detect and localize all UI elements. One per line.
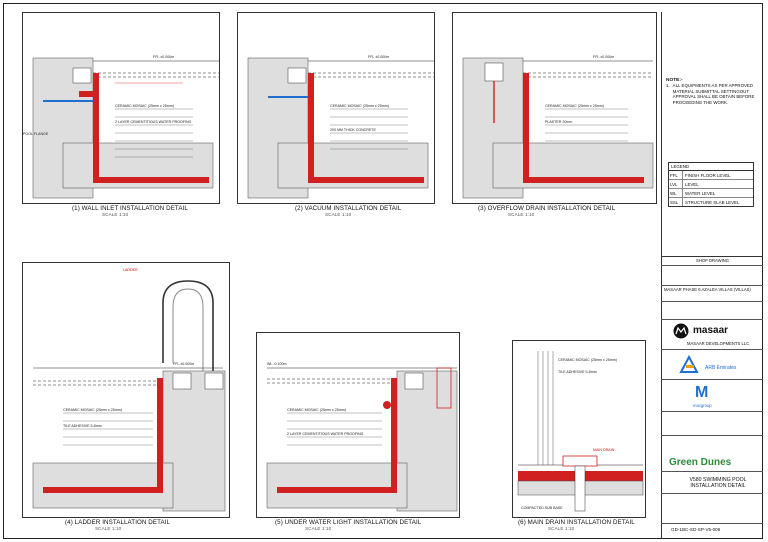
project-name: MASAAR PHASE 6 AZALEA VILLAS (VILLAS) <box>664 287 751 292</box>
detail-4-level-ffl: FFL ±0.000m <box>173 362 194 366</box>
detail-1-scale: SCALE 1:10 <box>102 212 129 217</box>
title-sidebar <box>661 12 764 539</box>
detail-5-level-wl: WL -0.100m <box>267 362 286 366</box>
arb-logo-icon <box>679 355 699 373</box>
detail-3-drawing: FFL ±0.000m CERAMIC MOSAIC (25mm x 25mm)… <box>462 55 654 199</box>
legend-label: WATER LEVEL <box>685 190 716 196</box>
legend-label: LEVEL <box>685 181 699 187</box>
legend-code: FFL <box>669 171 683 179</box>
detail-panel-2: FFL ±0.000m CERAMIC MOSAIC (25mm x 25mm)… <box>237 12 435 204</box>
detail-5-title: (5) UNDER WATER LIGHT INSTALLATION DETAI… <box>275 519 422 526</box>
detail-2-caption: (2) VACUUM INSTALLATION DETAIL SCALE 1:1… <box>295 205 401 217</box>
contractor-name: ARB Emirates <box>705 365 737 371</box>
drawing-number: GD-1BC-SD-SP-V5-006 <box>671 527 721 532</box>
detail-1-level-ffl: FFL ±0.000m <box>153 55 174 59</box>
legend-row: WL WATER LEVEL <box>669 189 753 198</box>
detail-1-caption: (1) WALL INLET INSTALLATION DETAIL SCALE… <box>72 205 188 217</box>
detail-6-caption: (6) MAIN DRAIN INSTALLATION DETAIL SCALE… <box>518 519 635 531</box>
detail-6-drawing: CERAMIC MOSAIC (25mm x 25mm) TILE ADHESI… <box>517 351 644 512</box>
notes-item-number: 1. <box>666 83 670 89</box>
detail-5-mosaic-label: CERAMIC MOSAIC (25mm x 25mm) <box>287 408 346 412</box>
detail-6-mosaic-label: CERAMIC MOSAIC (25mm x 25mm) <box>558 358 617 362</box>
legend-row: FFL FINISH FLOOR LEVEL <box>669 171 753 180</box>
client-subtitle: MASAAR DEVELOPMENTS LLC <box>687 341 750 346</box>
detail-6-compacted-label: COMPACTED SUB BASE <box>521 506 563 510</box>
detail-5-caption: (5) UNDER WATER LIGHT INSTALLATION DETAI… <box>275 519 421 531</box>
detail-3-level-ffl: FFL ±0.000m <box>593 55 614 59</box>
detail-3-plaster-label: PLASTER 20mm <box>545 120 572 124</box>
legend-code: LVL <box>669 180 683 188</box>
detail-panel-3: FFL ±0.000m CERAMIC MOSAIC (25mm x 25mm)… <box>452 12 657 204</box>
notes-item-text: ALL EQUIPMENTS AS PER APPROVED MATERIAL … <box>672 83 755 105</box>
detail-4-caption: (4) LADDER INSTALLATION DETAIL SCALE 1:1… <box>65 519 170 531</box>
shop-drawing-label: SHOP DRAWING <box>696 258 730 263</box>
detail-6-adhesive-label: TILE ADHESIVE 5-8mm <box>558 370 597 374</box>
detail-1-mosaic-label: CERAMIC MOSAIC (25mm x 25mm) <box>115 104 174 108</box>
notes-heading: NOTE:- <box>666 78 683 83</box>
detail-panel-4: LADDER CERAMIC MOSAIC (25mm x 25mm) TILE… <box>22 262 230 518</box>
legend-row: SSL STRUCTURE SLAB LEVEL <box>669 198 753 206</box>
detail-3-scale: SCALE 1:10 <box>508 212 535 217</box>
detail-4-mosaic-label: CERAMIC MOSAIC (25mm x 25mm) <box>63 408 122 412</box>
detail-2-drawing: FFL ±0.000m CERAMIC MOSAIC (25mm x 25mm)… <box>247 55 434 199</box>
legend-table: LEGEND FFL FINISH FLOOR LEVEL LVL LEVEL … <box>668 162 754 207</box>
subcontractor-name: macgroup <box>693 403 712 408</box>
detail-2-scale: SCALE 1:10 <box>325 212 352 217</box>
detail-4-scale: SCALE 1:10 <box>95 526 122 531</box>
title-block: SHOP DRAWING MASAAR PHASE 6 AZALEA VILLA… <box>661 256 763 540</box>
detail-4-title: (4) LADDER INSTALLATION DETAIL <box>65 519 171 526</box>
notes-block: NOTE:- 1. ALL EQUIPMENTS AS PER APPROVED… <box>666 78 760 105</box>
detail-panel-6: CERAMIC MOSAIC (25mm x 25mm) TILE ADHESI… <box>512 340 646 518</box>
detail-1-title: (1) WALL INLET INSTALLATION DETAIL <box>72 205 188 212</box>
detail-2-title: (2) VACUUM INSTALLATION DETAIL <box>295 205 402 212</box>
mac-logo-icon: M <box>695 384 709 401</box>
detail-3-caption: (3) OVERFLOW DRAIN INSTALLATION DETAIL S… <box>478 205 615 217</box>
legend-label: FINISH FLOOR LEVEL <box>685 172 731 178</box>
detail-1-drawing: FFL ±0.000m CERAMIC MOSAIC (25mm x 25mm)… <box>23 55 219 199</box>
detail-5-scale: SCALE 1:10 <box>305 526 332 531</box>
detail-6-scale: SCALE 1:10 <box>548 526 575 531</box>
masaar-logo-icon <box>673 323 689 339</box>
green-dunes-logo: Green Dunes <box>669 457 732 468</box>
detail-4-ladder-label: LADDER <box>123 268 138 272</box>
detail-5-drawing: CERAMIC MOSAIC (25mm x 25mm) 2 LAYER CEM… <box>266 362 458 512</box>
detail-1-waterproof-label: 2 LAYER CEMENTITIOUS WATER PROOFING <box>115 120 192 124</box>
detail-2-level-ffl: FFL ±0.000m <box>368 55 389 59</box>
detail-4-adhesive-label: TILE ADHESIVE 5-8mm <box>63 424 102 428</box>
drawing-frame <box>3 3 763 539</box>
drawing-title: V580 SWIMMING POOL INSTALLATION DETAIL <box>689 477 747 489</box>
detail-5-waterproof-label: 2 LAYER CEMENTITIOUS WATER PROOFING <box>287 432 364 436</box>
client-logo-text: masaar <box>693 325 729 336</box>
legend-code: SSL <box>669 198 683 206</box>
detail-panel-5: CERAMIC MOSAIC (25mm x 25mm) 2 LAYER CEM… <box>256 332 460 518</box>
detail-panel-1: FFL ±0.000m CERAMIC MOSAIC (25mm x 25mm)… <box>22 12 220 204</box>
detail-6-title: (6) MAIN DRAIN INSTALLATION DETAIL <box>518 519 635 526</box>
legend-row: LVL LEVEL <box>669 180 753 189</box>
detail-6-drain-label: MAIN DRAIN <box>593 448 615 452</box>
detail-2-concrete-label: 200 MM THICK CONCRETE <box>330 128 376 132</box>
detail-3-mosaic-label: CERAMIC MOSAIC (25mm x 25mm) <box>545 104 604 108</box>
legend-label: STRUCTURE SLAB LEVEL <box>685 199 740 205</box>
legend-heading: LEGEND <box>669 163 753 171</box>
detail-2-mosaic-label: CERAMIC MOSAIC (25mm x 25mm) <box>330 104 389 108</box>
legend-code: WL <box>669 189 683 197</box>
detail-1-flange-label: POOL FLANGE <box>23 132 49 136</box>
detail-3-title: (3) OVERFLOW DRAIN INSTALLATION DETAIL <box>478 205 616 212</box>
detail-4-drawing: LADDER CERAMIC MOSAIC (25mm x 25mm) TILE… <box>32 268 226 512</box>
